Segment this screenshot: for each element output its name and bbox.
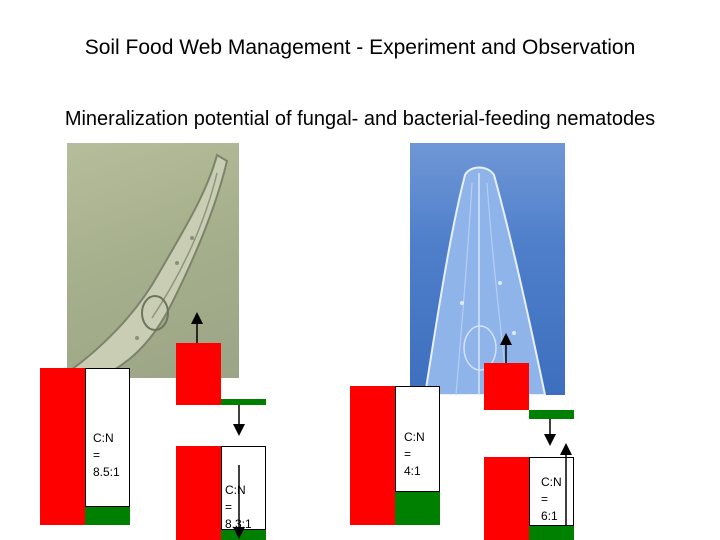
fungal-nematode-carbon-bar bbox=[176, 446, 221, 540]
page-subtitle: Mineralization potential of fungal- and … bbox=[64, 108, 656, 130]
fungus-ratio-box: C:N = 8.5:1 bbox=[85, 368, 130, 507]
bacterial-nematode-carbon-bar bbox=[484, 457, 529, 540]
fungal-nematode-ratio-box: C:N = 8.3:1 bbox=[221, 446, 266, 531]
page-title: Soil Food Web Management - Experiment an… bbox=[84, 36, 636, 59]
bacteria-ratio-box: C:N = 4:1 bbox=[395, 386, 440, 492]
bacterial-feeding-excreted-carbon-bar bbox=[484, 363, 529, 410]
bacterial-feeding-nematode-micrograph bbox=[410, 143, 565, 395]
bacterial-feeding-excreted-nitrogen-bar bbox=[529, 410, 574, 419]
fungal-feeding-excreted-nitrogen-bar bbox=[221, 399, 266, 405]
fungal-feeding-nematode-micrograph bbox=[67, 143, 239, 378]
fungal-nematode-ratio-label: C:N = 8.3:1 bbox=[225, 483, 252, 531]
bacteria-ratio-label: C:N = 4:1 bbox=[404, 430, 425, 478]
fungus-nitrogen-bar bbox=[85, 507, 130, 525]
bacteria-nitrogen-bar bbox=[395, 492, 440, 525]
bacterial-nematode-ratio-label: C:N = 6:1 bbox=[541, 475, 562, 523]
bacteria-carbon-bar bbox=[350, 386, 395, 525]
fungal-feeding-excreted-carbon-bar bbox=[176, 343, 221, 405]
fungus-carbon-bar bbox=[40, 368, 85, 525]
fungus-ratio-label: C:N = 8.5:1 bbox=[93, 431, 120, 479]
bacterial-nematode-nitrogen-bar bbox=[529, 526, 574, 540]
